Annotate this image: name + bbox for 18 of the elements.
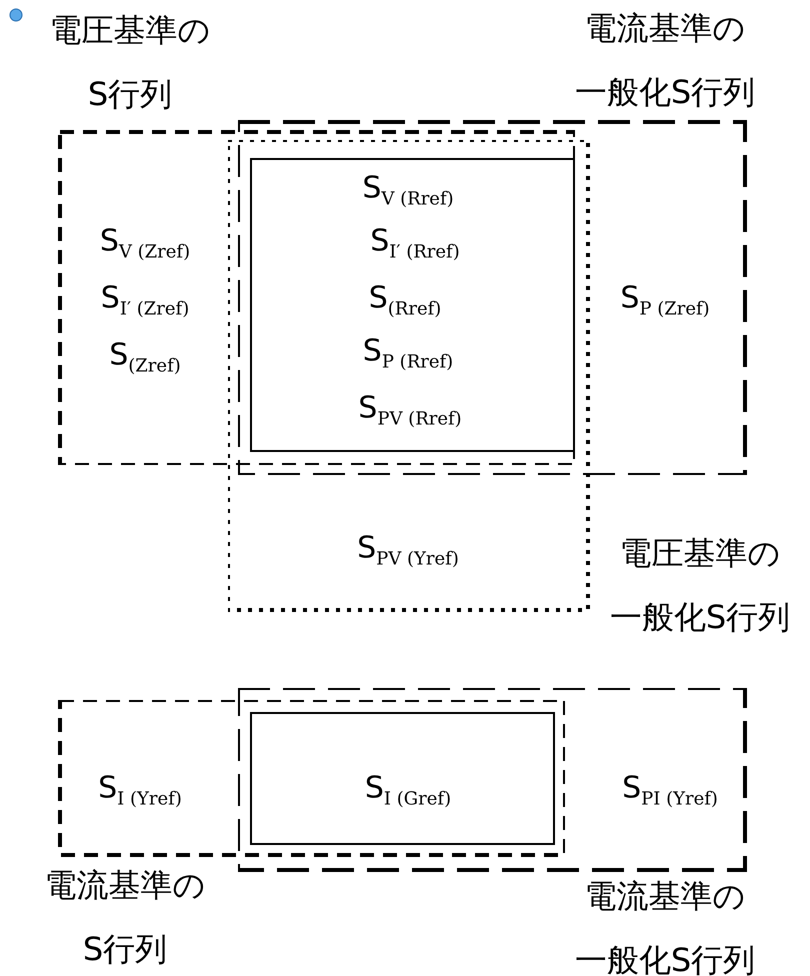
set-heading: 電圧基準の一般化S行列: [610, 533, 790, 638]
matrix-symbol: S$_{P (Rref)}$: [362, 334, 454, 372]
matrix-symbol: S$_{(Rref)}$: [368, 280, 442, 320]
matrix-symbol: S$_{P (Zref)}$: [620, 280, 710, 320]
matrix-symbol: S$_{PI (Yref)}$: [622, 770, 718, 810]
set-heading: 電流基準のS行列: [44, 865, 206, 970]
set-heading: 電流基準の一般化S行列: [574, 876, 756, 976]
matrix-symbol: S$_{PV (Rref)}$: [358, 390, 462, 430]
matrix-symbol: S$_{(Zref)}$: [109, 338, 181, 376]
matrix-symbol: S$_{PV (Yref)}$: [357, 530, 459, 570]
set-heading: 電流基準の一般化S行列: [574, 8, 756, 113]
matrix-symbol: S$_{I (Gref)}$: [364, 770, 452, 810]
matrix-symbol: S$_{I′ (Rref)}$: [370, 224, 460, 262]
matrix-symbol: S$_{I′ (Zref)}$: [100, 280, 190, 320]
matrix-symbol: S$_{V (Zref)}$: [100, 224, 190, 262]
matrix-symbol: S$_{I (Yref)}$: [98, 770, 182, 810]
set-heading: 電圧基準のS行列: [50, 10, 210, 115]
matrix-symbol: S$_{V (Rref)}$: [362, 170, 454, 210]
